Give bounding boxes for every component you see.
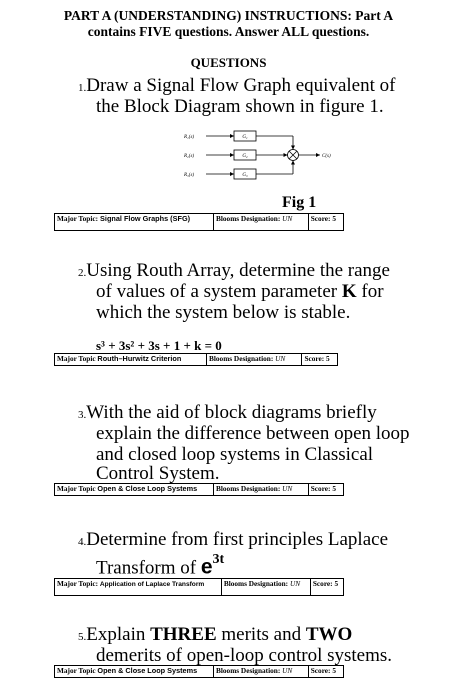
blooms-cell: Blooms Designation: UN	[213, 665, 309, 678]
question-1-meta-table: Major Topic: Signal Flow Graphs (SFG) Bl…	[54, 213, 345, 231]
question-2: 2.Using Routh Array, determine the range	[78, 260, 390, 284]
instructions-line-2: contains FIVE questions. Answer ALL ques…	[87, 24, 370, 39]
major-topic-cell: Major Topic Routh–Hurwitz Criterion	[54, 353, 207, 366]
blooms-cell: Blooms Designation: UN	[205, 353, 303, 366]
question-3-meta-table: Major Topic Open & Close Loop Systems Bl…	[54, 483, 345, 496]
output-label: C(s)	[322, 154, 331, 159]
input-r2-label: R₂(s)	[183, 154, 194, 159]
question-text: Draw a Signal Flow Graph equivalent of	[86, 75, 396, 96]
input-r1-label: R₁(s)	[183, 135, 194, 140]
question-number: 5.	[78, 631, 87, 643]
question-4: 4.Determine from first principles Laplac…	[78, 529, 388, 553]
major-topic-cell: Major Topic: Application of Laplace Tran…	[54, 578, 222, 596]
question-5: 5.Explain THREE merits and TWO	[78, 624, 353, 645]
question-5-meta-table: Major Topic Open & Close Loop Systems Bl…	[54, 665, 345, 678]
question-2-line-3: which the system below is stable.	[96, 302, 351, 323]
laplace-exponent: 3t	[212, 552, 225, 567]
major-topic-cell: Major Topic Open & Close Loop Systems	[54, 665, 214, 678]
instructions-line-1: PART A (UNDERSTANDING) INSTRUCTIONS: Par…	[63, 8, 394, 23]
score-cell: Score: 5	[301, 353, 338, 366]
blooms-cell: Blooms Designation: UN	[220, 578, 311, 596]
question-number: 2.	[78, 267, 87, 279]
parameter-k: K	[341, 281, 357, 302]
score-cell: Score: 5	[307, 213, 345, 231]
questions-heading: QUESTIONS	[190, 55, 267, 70]
question-number: 1.	[78, 82, 87, 94]
question-number: 4.	[78, 536, 87, 548]
score-cell: Score: 5	[309, 578, 345, 596]
question-4-line-2: Transform of e3t	[96, 552, 225, 579]
major-topic-cell: Major Topic Open & Close Loop Systems	[54, 483, 214, 496]
score-cell: Score: 5	[307, 665, 345, 678]
block-g1-label: G₁	[242, 135, 248, 140]
question-3: 3.With the aid of block diagrams briefly	[78, 402, 377, 426]
question-1: 1.Draw a Signal Flow Graph equivalent of	[78, 75, 395, 99]
characteristic-equation: s³ + 3s² + 3s + 1 + k = 0	[96, 338, 222, 353]
figure-caption: Fig 1	[282, 194, 317, 211]
question-text: Using Routh Array, determine the range	[86, 260, 390, 281]
question-text: With the aid of block diagrams briefly	[86, 402, 377, 423]
question-3-line-2: explain the difference between open loop	[96, 423, 410, 444]
question-4-meta-table: Major Topic: Application of Laplace Tran…	[54, 578, 345, 596]
question-text: Determine from first principles Laplace	[86, 529, 389, 550]
blooms-cell: Blooms Designation: UN	[213, 483, 309, 496]
blooms-cell: Blooms Designation: UN	[213, 213, 309, 231]
question-3-line-3: and closed loop systems in Classical	[96, 444, 374, 465]
block-diagram-figure: R₁(s) R₂(s) R₃(s) G₁ G₂ G₃ C(s)	[183, 130, 331, 180]
question-3-line-4: Control System.	[96, 463, 220, 484]
question-1-line-2: the Block Diagram shown in figure 1.	[96, 96, 384, 117]
question-2-line-2: of values of a system parameter K for	[96, 281, 384, 302]
laplace-base: e	[200, 555, 213, 579]
question-2-meta-table: Major Topic Routh–Hurwitz Criterion Bloo…	[54, 353, 338, 366]
score-cell: Score: 5	[307, 483, 345, 496]
block-g3-label: G₃	[242, 173, 248, 178]
question-5-line-2: demerits of open-loop control systems.	[96, 645, 393, 666]
input-r3-label: R₃(s)	[183, 173, 194, 178]
question-number: 3.	[78, 409, 87, 421]
major-topic-cell: Major Topic: Signal Flow Graphs (SFG)	[54, 213, 214, 231]
block-g2-label: G₂	[242, 154, 248, 159]
